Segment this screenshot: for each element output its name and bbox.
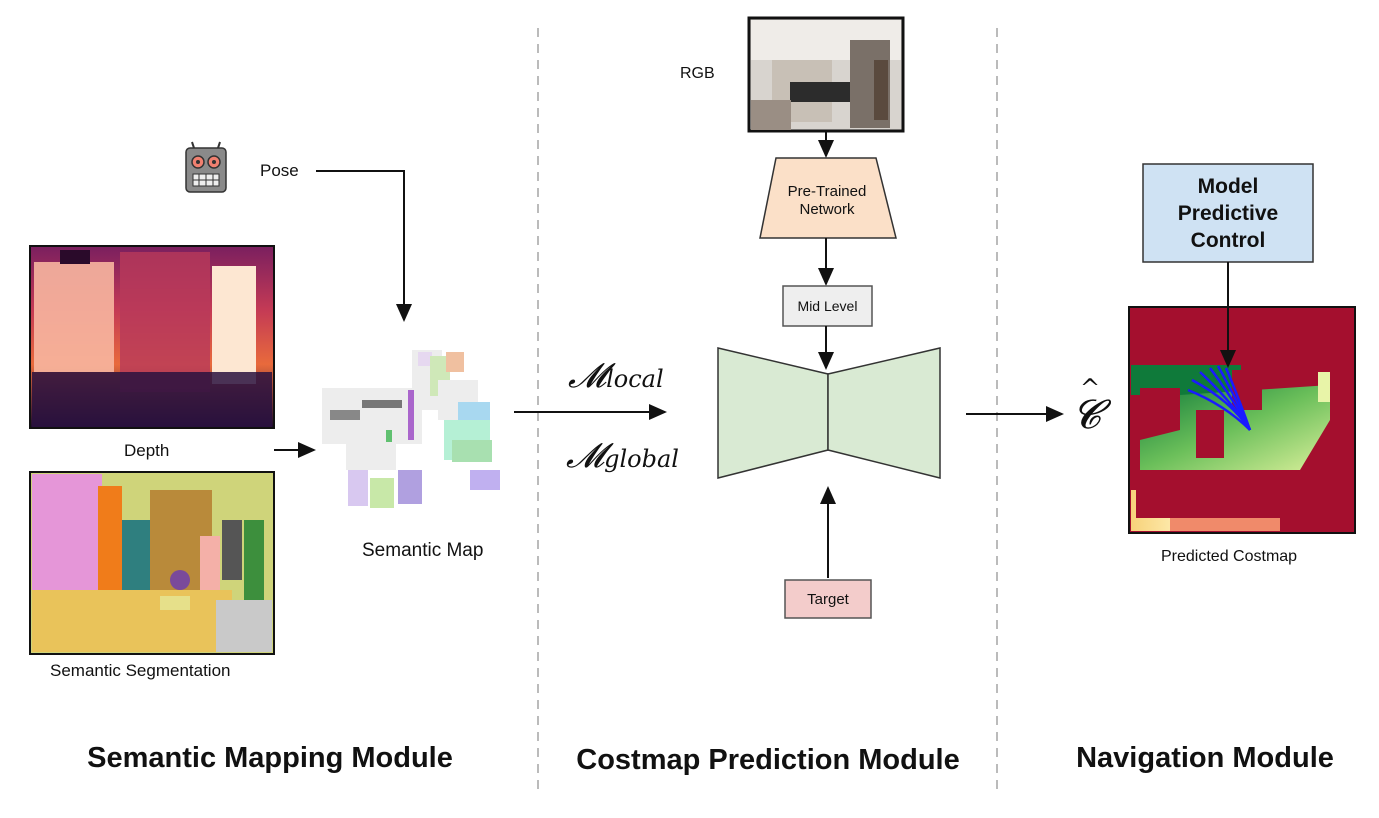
semantic-mapping-module-title: Semantic Mapping Module [87,742,453,774]
m-global-math: 𝓜global [566,436,679,476]
semantic-map-label: Semantic Map [362,540,484,561]
m-local-math: 𝓜local [568,356,664,396]
m-local-symbol: 𝓜 [568,356,607,396]
pretrained-network-line1: Pre-Trained [787,183,867,200]
costmap-prediction-module-title: Costmap Prediction Module [576,744,960,776]
pretrained-network-shape [759,157,897,239]
depth-label: Depth [124,441,170,460]
target-shape [784,579,872,619]
robot-icon [185,141,227,193]
encoder-decoder-network [717,347,941,479]
trajectory-rollouts [1187,365,1252,431]
rgb-image [747,16,905,133]
semantic-segmentation-label: Semantic Segmentation [50,661,231,680]
pose-arrow [316,170,412,322]
m-global-symbol: 𝓜 [566,436,605,476]
semantic-map-image [322,350,500,508]
c-hat-accent: ^ [1080,374,1101,402]
pose-label: Pose [260,161,299,180]
depth-image [29,245,275,429]
rgb-label: RGB [680,65,715,82]
mpc-line2: Predictive [1177,201,1279,225]
mpc-line1: Model [1197,174,1259,198]
predicted-costmap-label: Predicted Costmap [1161,548,1298,565]
mid-level-label: Mid Level [797,298,858,314]
mpc-line3: Control [1190,228,1266,252]
mpc-label: Model Predictive Control [1143,168,1313,258]
c-hat-symbol: 𝓒 [1072,392,1101,438]
pretrained-network-line2: Network [799,201,855,218]
m-local-subscript: local [606,365,664,393]
c-hat-math: 𝓒 ^ [1072,374,1101,438]
navigation-module-title: Navigation Module [1076,742,1334,774]
target-label: Target [807,590,849,608]
mid-level-shape [782,285,873,327]
m-global-subscript: global [604,445,679,473]
semantic-segmentation-image [29,471,275,655]
mpc-shape [1142,163,1314,263]
pretrained-network-label: Pre-Trained Network [770,178,884,224]
